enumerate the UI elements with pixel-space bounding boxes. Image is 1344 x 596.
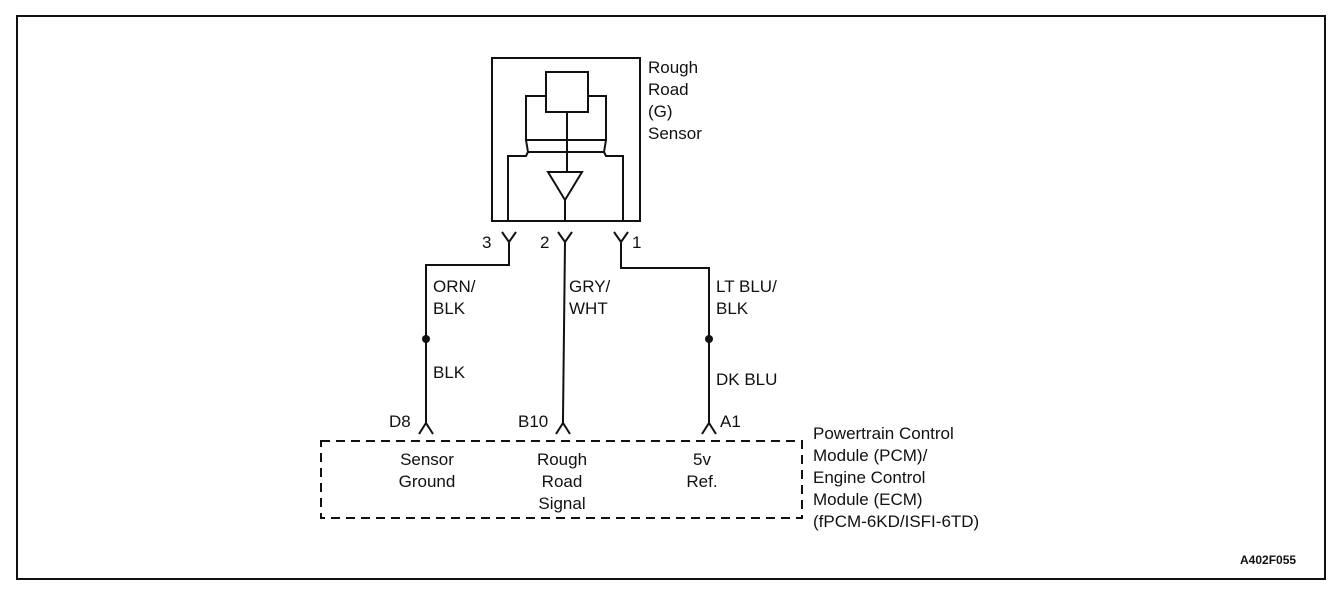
- splice-dot-left: [422, 335, 430, 343]
- module-name: Powertrain Control Module (PCM)/ Engine …: [813, 423, 979, 533]
- module-pin-label-rough-road-signal: Rough Road Signal: [520, 449, 604, 515]
- module-name-line: Powertrain Control: [813, 424, 954, 443]
- wire-label-dk-blu: DK BLU: [716, 370, 778, 389]
- module-name-line: (fPCM-6KD/ISFI-6TD): [813, 512, 980, 531]
- wire-harness: [425, 241, 710, 419]
- module-box: [320, 440, 803, 519]
- pin-label-line: Ref.: [686, 472, 718, 491]
- module-connector: [418, 418, 717, 435]
- module-pin-a1: A1: [720, 412, 741, 431]
- wire-label-line: GRY/: [569, 277, 611, 296]
- wire-gry-wht: [562, 241, 566, 419]
- sensor-label-line: Road: [648, 80, 689, 99]
- pin-label-line: Rough: [536, 450, 588, 469]
- module-pin-d8: D8: [389, 412, 411, 431]
- sensor-pin-1: 1: [632, 233, 642, 252]
- diagram-frame: [16, 15, 1326, 580]
- sensor-pin-3: 3: [482, 233, 492, 252]
- module-name-line: Module (ECM): [813, 490, 923, 509]
- sensor-pin-2: 2: [540, 233, 550, 252]
- module-name-line: Module (PCM)/: [813, 446, 928, 465]
- splice-dot-right: [705, 335, 713, 343]
- pin-label-line: Ground: [398, 472, 456, 491]
- module-pin-label-5v-ref: 5v Ref.: [672, 449, 732, 493]
- wire-label-lt-blu-blk: LT BLU/ BLK: [716, 276, 777, 320]
- pin-label-line: 5v: [693, 450, 711, 469]
- sensor-label-line: Sensor: [648, 124, 702, 143]
- sensor-label-line: (G): [648, 102, 673, 121]
- wire-label-line: WHT: [569, 299, 608, 318]
- module-pin-b10: B10: [518, 412, 549, 431]
- wire-label-line: LT BLU/: [716, 277, 777, 296]
- sensor-connector: [501, 231, 629, 244]
- pin-label-line: Sensor: [400, 450, 454, 469]
- pin-label-line: Signal: [538, 494, 586, 513]
- wire-label-gry-wht: GRY/ WHT: [569, 276, 610, 320]
- wire-label-line: BLK: [716, 299, 749, 318]
- wire-label-line: BLK: [433, 299, 466, 318]
- wire-label-line: ORN/: [433, 277, 476, 296]
- figure-id: A402F055: [1240, 553, 1297, 567]
- sensor-label-line: Rough: [648, 58, 699, 77]
- pin-label-line: Road: [541, 472, 583, 491]
- sensor-label: Rough Road (G) Sensor: [648, 57, 702, 145]
- wire-label-orn-blk: ORN/ BLK: [433, 276, 476, 320]
- sensor-box: [491, 57, 641, 222]
- wire-orn-blk: [425, 242, 510, 418]
- wire-lt-blu-blk: [620, 242, 710, 418]
- accelerometer-symbol: [507, 71, 624, 220]
- module-pin-label-sensor-ground: Sensor Ground: [380, 449, 474, 493]
- module-name-line: Engine Control: [813, 468, 926, 487]
- wire-label-blk: BLK: [433, 363, 466, 382]
